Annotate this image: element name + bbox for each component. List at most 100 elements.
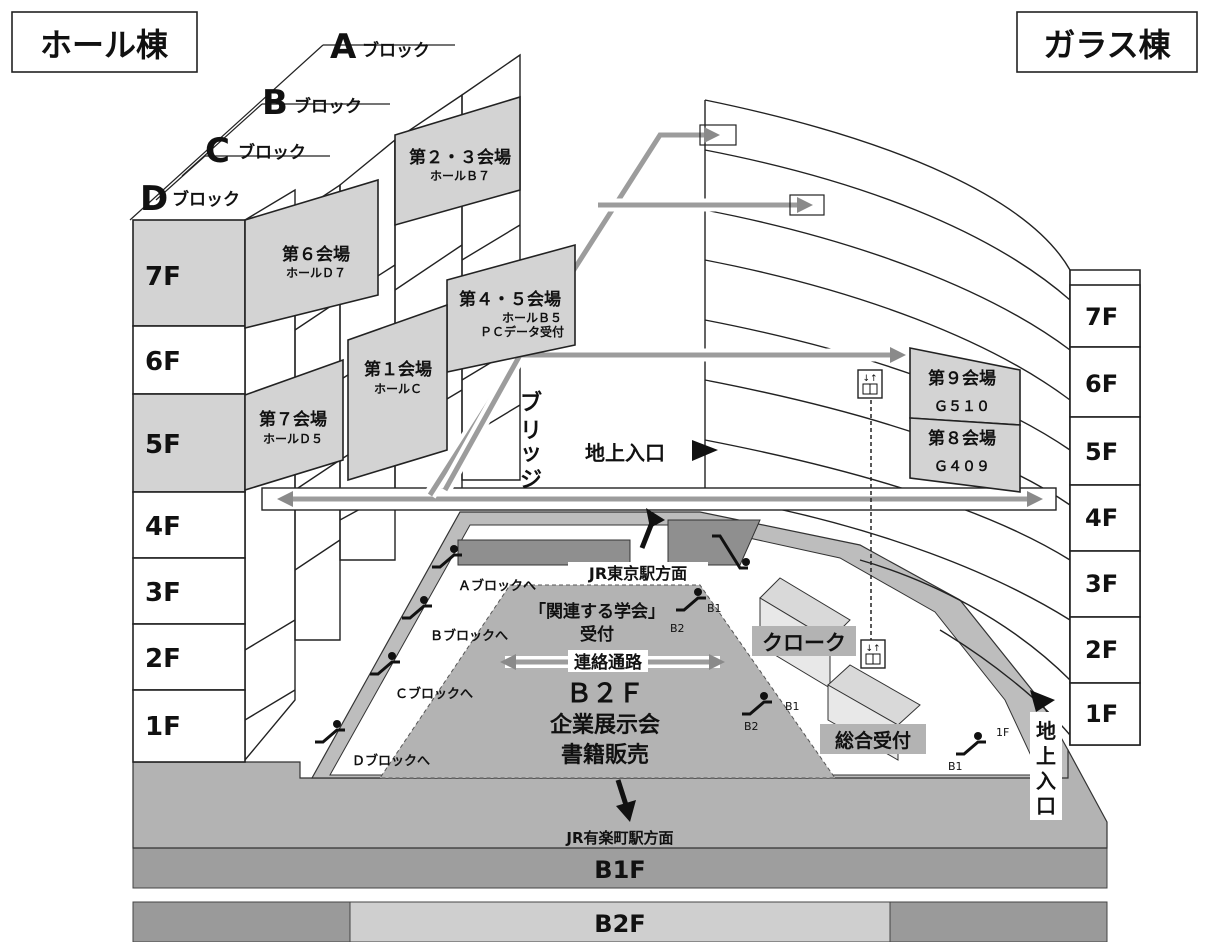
escalator-icon [712,534,750,570]
hall-floor-1f [132,689,246,763]
building-titles: ホール棟 ガラス棟 [11,11,1198,73]
svg-text:↓↑: ↓↑ [862,374,877,384]
society-reception-line2: 受付 [580,624,614,645]
b2f-exhibit-area [379,584,836,779]
venue-8-name: 第８会場 [928,428,996,449]
to-block-d-label: Ｄブロックへ [352,753,430,769]
hall-floor-label-6f: 6F [145,347,181,377]
bridge-char-4: ジ [520,468,542,493]
hall-floor-label-4f: 4F [145,512,181,542]
b2f-area-floor: Ｂ２Ｆ [566,679,644,709]
svg-text:↓↑: ↓↑ [865,644,880,654]
glass-floor-labels: 7F 6F 5F 4F 3F 2F 1F [1085,303,1118,728]
venue-1-room: ホールＣ [374,382,422,396]
venue-1-name: 第１会場 [364,359,432,380]
venue-6-room: ホールＤ７ [286,266,346,280]
venue-8-panel [909,417,1021,493]
glass-floor-label-6f: 6F [1085,370,1118,398]
glass-floor-label-4f: 4F [1085,504,1118,532]
venue-9-name: 第９会場 [928,368,996,389]
right-entrance-char-1: 地 [1036,719,1056,743]
glass-floor-label-2f: 2F [1085,636,1118,664]
escalator-icon [370,652,400,676]
venue-6-name: 第６会場 [282,244,350,265]
hall-floor-labels: 7F 6F 5F 4F 3F 2F 1F [145,262,181,742]
jr-tokyo-arrow-icon [646,508,665,528]
hall-floor-6f [132,325,246,395]
glass-floor-label-5f: 5F [1085,438,1118,466]
venue-7-room: ホールＤ５ [263,432,323,446]
venue-45-note: ＰＣデータ受付 [480,324,564,339]
b2f-area-labels: Ｂ２Ｆ 企業展示会 書籍販売 [549,679,660,768]
block-a-label: ブロック [362,40,430,61]
hall-building-title: ホール棟 [40,26,169,64]
glass-building: 7F 6F 5F 4F 3F 2F 1F [704,99,1141,746]
society-reception-line1: 「関連する学会」 [529,601,665,622]
right-entrance-char-2: 上 [1036,744,1056,768]
hall-floor-7f [132,219,246,327]
hall-floor-label-7f: 7F [145,262,181,292]
b2f-area-books: 書籍販売 [561,742,649,768]
block-d-letter: D [140,179,168,219]
hall-floor-label-5f: 5F [145,430,181,460]
hall-floor-label-2f: 2F [145,644,181,674]
jr-yurakucho-arrow-icon [616,800,636,822]
esc-b2-label: B2 [670,622,685,635]
escalator-icon [676,588,706,612]
passage-label: 連絡通路 [574,652,643,673]
ground-entrance-label: 地上入口 [585,441,665,465]
hall-floor-boxes [132,219,246,763]
hall-floor-label-1f: 1F [145,712,181,742]
venue-23-name: 第２・３会場 [409,147,511,168]
bridge-label: ブ リ ッ ジ [520,390,542,493]
block-direction-labels: Ａブロックへ Ｂブロックへ Ｃブロックへ Ｄブロックへ [352,578,536,769]
general-reception-label: 総合受付 [835,729,911,752]
venue-9-room: Ｇ５１０ [934,399,990,415]
right-entrance-arrow-icon [1030,690,1055,712]
block-b-label: ブロック [294,96,362,117]
venue-8-room: Ｇ４０９ [934,459,990,475]
b2f-center [349,901,891,942]
glass-floor-label-1f: 1F [1085,700,1118,728]
block-a-letter: A [330,27,357,67]
esc-1f-label: 1F [996,726,1009,739]
cloak-label: クローク [762,631,846,655]
venue-45-name: 第４・５会場 [459,289,561,310]
bridge-char-3: ッ [520,441,542,466]
right-entrance-char-3: 入 [1036,769,1056,793]
glass-building-title: ガラス棟 [1043,26,1171,64]
b2f-area-exhibit: 企業展示会 [549,712,660,738]
hall-floor-label-3f: 3F [145,578,181,608]
b1f-band [132,847,1108,889]
glass-floor-label-3f: 3F [1085,570,1118,598]
block-c-letter: C [205,131,230,171]
basement: B1F B2F [132,847,1108,942]
elevator-icon: ↓↑ [857,369,883,399]
b1f-label: B1F [594,856,645,884]
right-entrance-label: 地 上 入 口 [1036,719,1056,818]
venue-1-panel [347,303,448,482]
venue-7-name: 第７会場 [259,409,327,430]
venue-7-panel [244,358,344,492]
general-reception-area: 総合受付 [820,664,926,761]
escalator-icon [432,545,462,569]
b2f-label: B2F [594,910,645,938]
venue-23-room: ホールＢ７ [430,169,490,183]
jr-tokyo-label: JR東京駅方面 [588,564,687,583]
right-entrance-char-4: 口 [1036,794,1056,818]
escalator-icon [742,692,772,716]
escalator-icon [402,596,432,620]
bridge-char-2: リ [520,419,542,444]
block-labels: A ブロック B ブロック C ブロック D ブロック [140,27,430,219]
jr-yurakucho-label: JR有楽町駅方面 [565,829,673,847]
hall-building: 7F 6F 5F 4F 3F 2F 1F [129,44,521,763]
to-block-c-label: Ｃブロックへ [395,686,473,702]
escalator-icon [956,732,986,756]
escalator-floor-labels: B1 B2 B1 B2 1F B1 [670,602,1009,773]
venue-45-room: ホールＢ５ [502,311,562,325]
to-block-b-label: Ｂブロックへ [430,628,508,644]
venue-23-panel [394,95,521,227]
elevator-icon: ↓↑ [860,639,886,669]
